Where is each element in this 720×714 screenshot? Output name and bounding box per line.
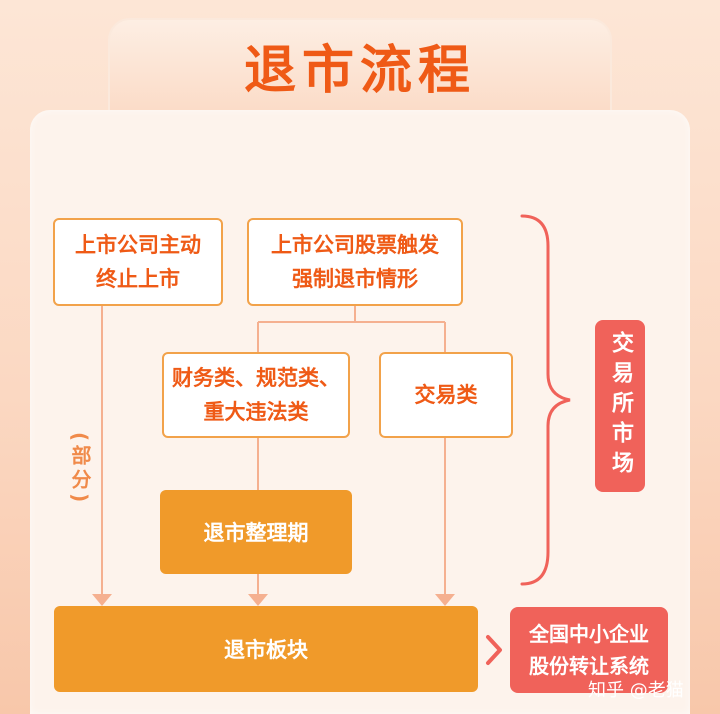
title-tab: 退市流程 xyxy=(108,18,612,110)
chevron-right-icon xyxy=(486,635,502,665)
watermark: 知乎 @老猫 xyxy=(588,680,684,701)
node-rectification-period: 退市整理期 xyxy=(160,490,352,574)
node-financial-category: 财务类、规范类、 重大违法类 xyxy=(162,352,350,438)
node-neeq: 全国中小企业 股份转让系统 xyxy=(510,607,668,693)
node-trading-category: 交易类 xyxy=(379,352,513,438)
page-title: 退市流程 xyxy=(243,40,476,101)
label-exchange-market: 交易所市场 xyxy=(595,320,645,492)
label-partial: (部分) xyxy=(68,432,92,507)
arrow-trading xyxy=(435,594,455,606)
node-delisting-board: 退市板块 xyxy=(54,606,478,692)
node-forced-delisting: 上市公司股票触发 强制退市情形 xyxy=(247,218,463,306)
node-voluntary-delisting: 上市公司主动 终止上市 xyxy=(53,218,223,306)
exchange-brace xyxy=(520,214,571,586)
arrow-voluntary xyxy=(92,594,112,606)
arrow-rectify xyxy=(248,594,268,606)
